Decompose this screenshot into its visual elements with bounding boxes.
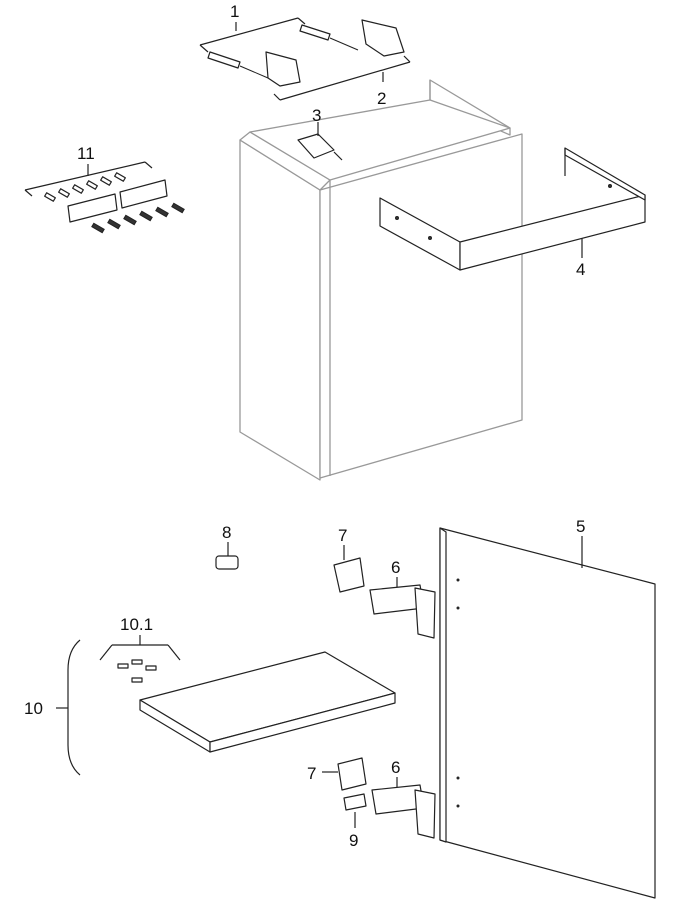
part-6-lower-hinge: [371, 777, 436, 839]
part-2-bracket-line: [273, 55, 411, 101]
part-1-wall-fixings: [199, 17, 405, 87]
part-11-fixing-kit: [24, 161, 185, 234]
label-part-11: 11: [77, 144, 95, 163]
label-part-9: 9: [349, 831, 358, 850]
label-part-7-upper: 7: [338, 526, 347, 545]
part-8-bumper: [215, 542, 239, 570]
part-4-frame: [379, 147, 646, 271]
label-part-2: 2: [377, 89, 386, 108]
label-part-6-upper: 6: [391, 558, 400, 577]
part-6-upper-hinge: [369, 577, 436, 639]
label-part-10-1: 10.1: [120, 615, 153, 634]
part-7-lower-plate: [322, 757, 367, 791]
cabinet-body: [239, 79, 523, 481]
label-part-8: 8: [222, 523, 231, 542]
label-part-7-lower: 7: [307, 764, 316, 783]
label-part-3: 3: [312, 106, 321, 125]
part-5-door: [439, 527, 656, 899]
label-part-1: 1: [230, 2, 239, 21]
label-part-10: 10: [24, 699, 43, 718]
part-7-upper-plate: [333, 545, 365, 593]
label-part-4: 4: [576, 260, 585, 279]
label-part-5: 5: [576, 517, 585, 536]
part-10-shelf: [56, 635, 396, 776]
part-9-pad: [343, 793, 367, 828]
part-3-connector: [297, 122, 343, 161]
label-part-6-lower: 6: [391, 758, 400, 777]
